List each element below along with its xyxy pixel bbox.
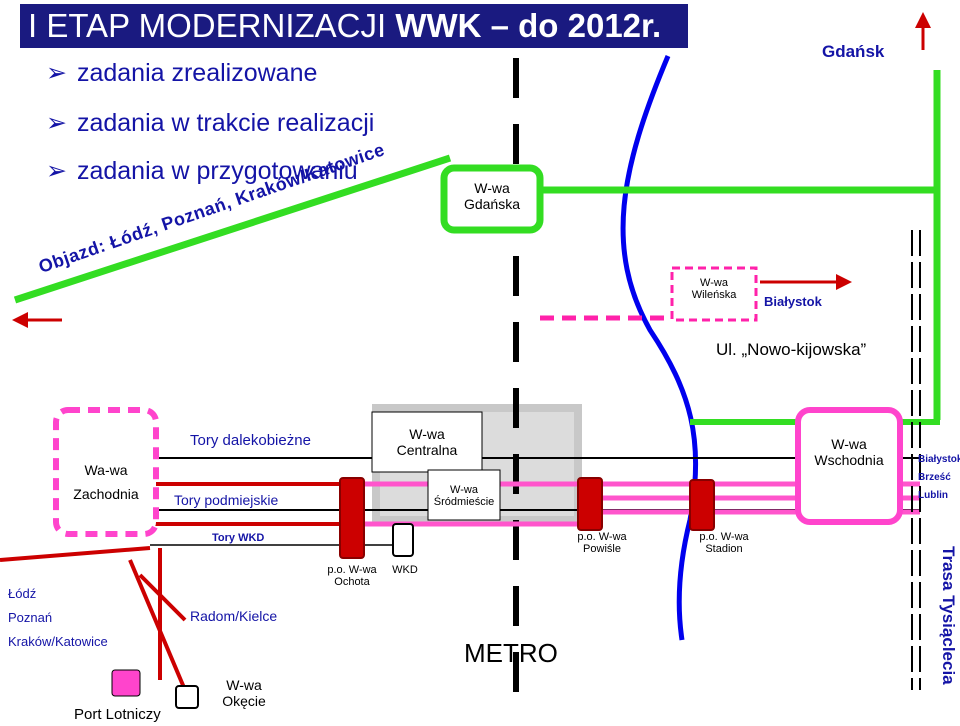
legend-arrow-icon: ➢ — [46, 109, 67, 137]
east-bialystok: Białystok — [918, 454, 960, 465]
station-okecie-line2: Okęcie — [222, 693, 266, 709]
metro-label: METRO — [464, 638, 558, 668]
station-powisle-line1: p.o. W-wa — [577, 531, 627, 543]
direction-radom: Radom/Kielce — [190, 608, 278, 624]
title-bold: WWK – do 2012r. — [395, 7, 662, 44]
west-arrow-head — [12, 312, 28, 328]
west-poznan: Poznań — [8, 610, 53, 625]
legend-arrow-icon: ➢ — [46, 59, 67, 87]
station-zachodnia-line2: Zachodnia — [73, 486, 139, 502]
airport-platform — [111, 669, 141, 697]
title-normal: I ETAP MODERNIZACJI — [28, 7, 396, 44]
direction-bialystok: Białystok — [764, 294, 822, 309]
station-gdanska: W-wa Gdańska — [444, 180, 540, 212]
legend-item-in-preparation: ➢ zadania w przygotowaniu — [46, 156, 358, 186]
legend-item-in-progress: ➢ zadania w trakcie realizacji — [46, 108, 374, 138]
wschodnia-station-box — [795, 407, 903, 525]
srodmiescie-station-box — [427, 469, 501, 521]
wilenska-station-box — [670, 266, 758, 322]
station-zachodnia-line1: Wa-wa — [84, 462, 128, 478]
tracks-wkd-label: Tory WKD — [212, 532, 265, 544]
station-ochota: p.o. W-wa Ochota — [316, 564, 388, 588]
station-stadion: p.o. W-wa Stadion — [688, 531, 760, 555]
bialystok-arrow-head — [836, 274, 852, 290]
zachodnia-station-box — [53, 407, 159, 537]
west-lodz: Łódź — [8, 586, 37, 601]
station-wilenska: W-wa Wileńska — [672, 277, 756, 301]
station-gdanska-line2: Gdańska — [463, 196, 521, 212]
station-centralna-line2: Centralna — [396, 442, 458, 458]
legend-label: zadania zrealizowane — [76, 59, 318, 87]
station-wschodnia-line1: W-wa — [831, 436, 867, 452]
stadion-platform — [689, 479, 715, 531]
station-stadion-line2: Stadion — [705, 543, 743, 555]
station-powisle: p.o. W-wa Powiśle — [566, 531, 638, 555]
station-srodmiescie: W-wa Śródmieście — [428, 484, 500, 508]
station-centralna-line1: W-wa — [409, 426, 445, 442]
legend-arrow-icon: ➢ — [46, 157, 67, 185]
station-ochota-line1: p.o. W-wa — [327, 564, 377, 576]
ochota-platform — [339, 477, 365, 559]
station-wilenska-line1: W-wa — [700, 277, 728, 289]
trasa-tysiaclecia-label: Trasa Tysiąclecia — [939, 546, 958, 685]
station-okecie-line1: W-wa — [226, 677, 262, 693]
page-title: I ETAP MODERNIZACJI WWK – do 2012r. — [20, 4, 688, 48]
gdanska-station-box — [440, 164, 544, 234]
street-label: Ul. „Nowo-kijowska” — [716, 340, 867, 359]
station-srodmiescie-line1: W-wa — [450, 484, 478, 496]
centralna-station-box — [371, 411, 483, 473]
red-branch-west-2 — [138, 573, 187, 622]
legend-item-realized: ➢ zadania zrealizowane — [46, 58, 317, 88]
red-branch-radom — [128, 559, 187, 691]
station-ochota-line2: Ochota — [334, 576, 370, 588]
green-detour-line — [13, 154, 452, 304]
powisle-platform — [577, 477, 603, 531]
okecie-platform — [175, 685, 199, 709]
direction-gdansk: Gdańsk — [822, 42, 885, 61]
station-gdanska-line1: W-wa — [474, 180, 510, 196]
station-srodmiescie-line2: Śródmieście — [433, 496, 495, 508]
station-wschodnia-line2: Wschodnia — [814, 452, 884, 468]
legend-label: zadania w przygotowaniu — [76, 157, 358, 185]
wkd-platform — [392, 523, 414, 557]
gdansk-arrow-head — [915, 12, 931, 28]
east-brzesc: Brześć — [918, 472, 951, 483]
station-wkd: WKD — [392, 564, 418, 576]
station-wschodnia: W-wa Wschodnia — [798, 436, 900, 468]
station-zachodnia: Wa-wa Zachodnia — [56, 462, 156, 502]
blue-line — [620, 55, 699, 641]
tracks-long-distance-label: Tory dalekobieżne — [190, 432, 311, 449]
legend-label: zadania w trakcie realizacji — [76, 109, 375, 137]
east-lublin: Lublin — [918, 490, 948, 501]
station-centralna: W-wa Centralna — [372, 426, 482, 458]
station-stadion-line1: p.o. W-wa — [699, 531, 749, 543]
station-powisle-line2: Powiśle — [583, 543, 621, 555]
station-wilenska-line2: Wileńska — [691, 289, 737, 301]
red-branch-west — [0, 546, 151, 562]
west-krakow: Kraków/Katowice — [8, 634, 108, 649]
tracks-suburban-label: Tory podmiejskie — [174, 492, 279, 508]
station-okecie: W-wa Okęcie — [214, 677, 274, 709]
station-port-lotniczy: Port Lotniczy — [74, 706, 161, 723]
